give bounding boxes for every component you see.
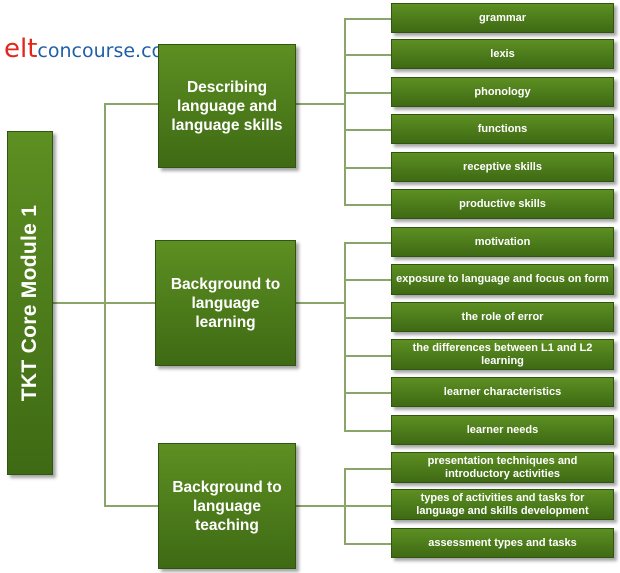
leaf-exposure-to-language: exposure to language and focus on form xyxy=(391,264,614,295)
connector-leaf-2-2 xyxy=(344,279,391,281)
connector-root-trunk xyxy=(104,103,106,506)
leaf-label: the differences between L1 and L2 learni… xyxy=(412,341,593,367)
leaf-label: functions xyxy=(477,122,528,135)
category-describing-language: Describing language and language skills xyxy=(158,44,296,168)
connector-leaf-1-6 xyxy=(344,204,391,206)
leaf-role-of-error: the role of error xyxy=(391,302,614,332)
leaf-assessment-types: assessment types and tasks xyxy=(391,528,614,558)
connector-to-cat-2 xyxy=(104,302,155,304)
category-language-teaching: Background to language teaching xyxy=(158,443,296,569)
connector-leaf-1-4 xyxy=(344,129,391,131)
leaf-receptive-skills: receptive skills xyxy=(391,152,614,182)
connector-leaf-1-2 xyxy=(344,54,391,56)
connector-leaf-1-3 xyxy=(344,92,391,94)
leaf-label: motivation xyxy=(474,235,531,248)
leaf-label: learner characteristics xyxy=(443,385,562,398)
connector-cat-1-out xyxy=(296,103,345,105)
leaf-types-of-activities: types of activities and tasks for langua… xyxy=(391,489,614,520)
connector-to-cat-3 xyxy=(104,505,158,507)
connector-cat-1-trunk xyxy=(344,18,346,205)
leaf-label: grammar xyxy=(478,11,527,24)
logo: eltconcourse.com xyxy=(4,34,182,64)
category-label: Describing language and language skills xyxy=(171,78,283,134)
connector-cat-2-out xyxy=(296,302,345,304)
category-language-learning: Background to language learning xyxy=(155,240,296,366)
connector-cat-2-trunk xyxy=(344,242,346,431)
connector-root-out xyxy=(53,302,105,304)
leaf-label: phonology xyxy=(474,85,531,98)
connector-leaf-1-5 xyxy=(344,167,391,169)
connector-to-cat-1 xyxy=(104,103,158,105)
leaf-label: productive skills xyxy=(459,197,546,210)
leaf-label: assessment types and tasks xyxy=(428,536,577,549)
leaf-label: learner needs xyxy=(466,423,539,436)
logo-domain: concourse.com xyxy=(37,40,182,62)
connector-leaf-2-6 xyxy=(344,430,391,432)
leaf-label: types of activities and tasks for langua… xyxy=(416,491,589,517)
leaf-productive-skills: productive skills xyxy=(391,189,614,219)
leaf-learner-needs: learner needs xyxy=(391,415,614,445)
root-label: TKT Core Module 1 xyxy=(18,204,42,402)
leaf-l1-l2-differences: the differences between L1 and L2 learni… xyxy=(391,339,614,370)
category-label: Background to language teaching xyxy=(172,478,282,534)
connector-leaf-2-4 xyxy=(344,355,391,357)
leaf-label: receptive skills xyxy=(463,160,542,173)
category-label: Background to language learning xyxy=(170,275,281,331)
leaf-label: lexis xyxy=(490,47,515,60)
leaf-motivation: motivation xyxy=(391,227,614,257)
leaf-learner-characteristics: learner characteristics xyxy=(391,377,614,407)
connector-leaf-3-2 xyxy=(344,505,391,507)
leaf-label: the role of error xyxy=(461,310,544,323)
connector-leaf-3-3 xyxy=(344,543,391,545)
connector-leaf-1-1 xyxy=(344,18,391,20)
connector-cat-3-out xyxy=(296,505,345,507)
root-node: TKT Core Module 1 xyxy=(7,131,53,475)
leaf-label: exposure to language and focus on form xyxy=(396,273,609,285)
leaf-functions: functions xyxy=(391,114,614,144)
leaf-lexis: lexis xyxy=(391,39,614,69)
logo-elt: elt xyxy=(4,34,38,64)
connector-leaf-2-1 xyxy=(344,242,391,244)
leaf-grammar: grammar xyxy=(391,3,614,33)
leaf-phonology: phonology xyxy=(391,77,614,107)
connector-leaf-2-5 xyxy=(344,392,391,394)
leaf-label: presentation techniques and introductory… xyxy=(427,454,578,480)
connector-leaf-2-3 xyxy=(344,317,391,319)
leaf-presentation-techniques: presentation techniques and introductory… xyxy=(391,452,614,483)
connector-leaf-3-1 xyxy=(344,468,391,470)
